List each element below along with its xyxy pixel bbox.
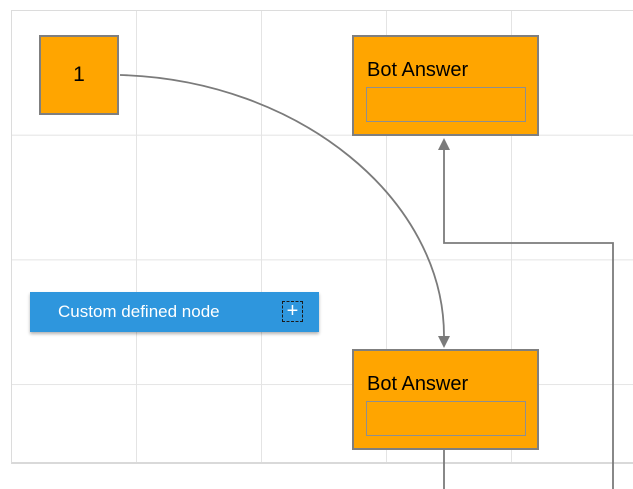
node-title: Bot Answer	[367, 59, 469, 81]
node-bot-answer-bottom[interactable]: Bot Answer	[352, 349, 539, 450]
node-start[interactable]: 1	[39, 35, 119, 115]
node-title: Bot Answer	[367, 373, 469, 395]
node-custom-label: Custom defined node	[58, 302, 220, 321]
node-custom-defined[interactable]: Custom defined node +	[30, 292, 319, 332]
node-start-label: 1	[73, 63, 85, 86]
add-plus-icon[interactable]: +	[282, 301, 303, 322]
answer-text-box[interactable]	[366, 401, 526, 436]
answer-text-box[interactable]	[366, 87, 526, 122]
node-bot-answer-top[interactable]: Bot Answer	[352, 35, 539, 136]
